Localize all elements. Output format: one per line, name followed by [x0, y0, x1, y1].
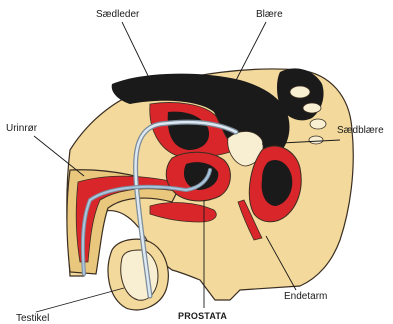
label-blaere: Blære: [256, 10, 283, 20]
label-saedleder: Sædleder: [96, 10, 139, 20]
label-saedblaere: Sædblære: [337, 126, 384, 136]
label-prostata: PROSTATA: [178, 312, 227, 321]
label-testikel: Testikel: [16, 314, 49, 324]
label-endetarm: Endetarm: [284, 292, 327, 302]
label-urinror: Urinrør: [6, 124, 37, 134]
